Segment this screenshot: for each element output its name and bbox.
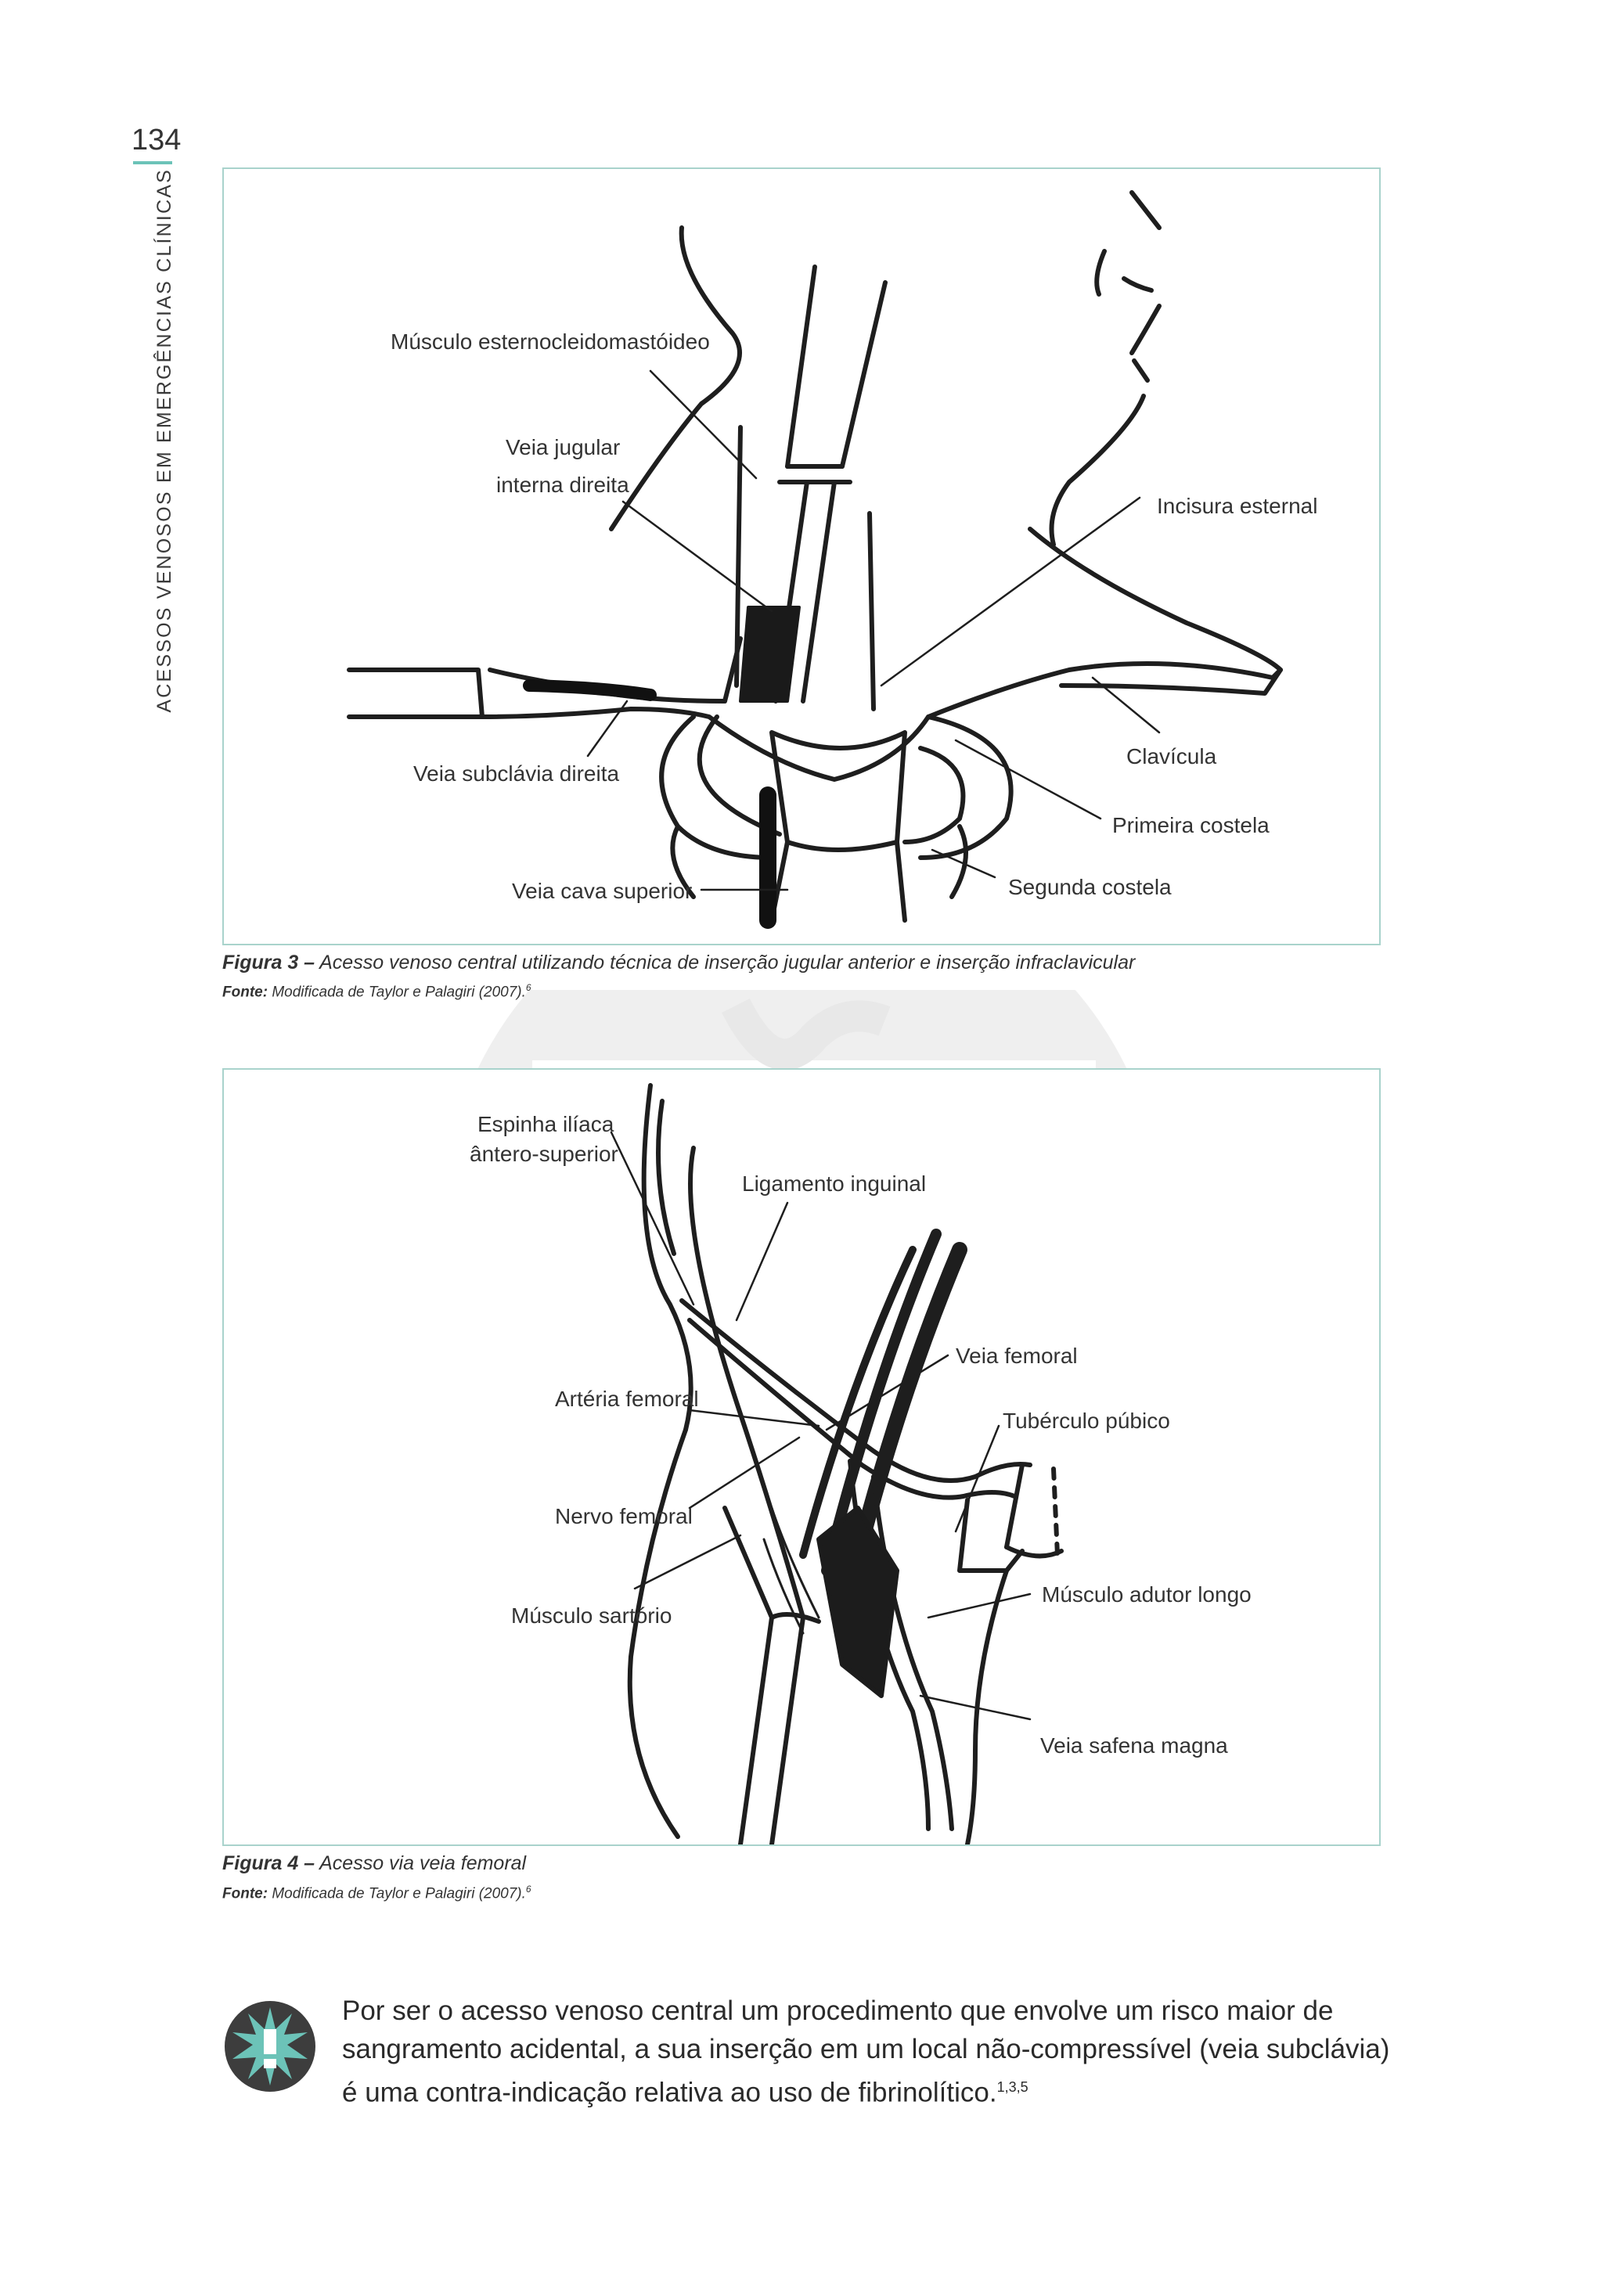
- label-veia-jugular-1: Veia jugular: [506, 435, 621, 459]
- figure-3-caption: Figura 3 – Acesso venoso central utiliza…: [222, 952, 1136, 973]
- figure-3-source: Fonte: Modificada de Taylor e Palagiri (…: [222, 982, 531, 1001]
- label-incisura-esternal: Incisura esternal: [1157, 494, 1318, 518]
- label-musculo-adutor: Músculo adutor longo: [1042, 1582, 1252, 1607]
- figure-4: Espinha ilíaca ântero-superior Ligamento…: [222, 1068, 1381, 1846]
- label-segunda-costela: Segunda costela: [1008, 875, 1172, 899]
- alert-text: Por ser o acesso venoso central um proce…: [342, 1996, 1390, 2108]
- label-esternocleidomastoideo: Músculo esternocleidomastóideo: [391, 329, 710, 354]
- label-veia-safena: Veia safena magna: [1040, 1733, 1228, 1758]
- label-veia-jugular-2: interna direita: [496, 473, 629, 497]
- label-veia-femoral: Veia femoral: [956, 1344, 1078, 1368]
- figure-4-caption: Figura 4 – Acesso via veia femoral: [222, 1852, 527, 1874]
- figure-3: Músculo esternocleidomastóideo Veia jugu…: [222, 167, 1381, 945]
- label-tuberculo-pubico: Tubérculo púbico: [1003, 1409, 1170, 1433]
- running-head: ACESSOS VENOSOS EM EMERGÊNCIAS CLÍNICAS: [153, 168, 175, 713]
- label-veia-subclavia: Veia subclávia direita: [413, 761, 620, 786]
- exclamation-star-icon: [225, 2001, 315, 2092]
- figure-4-source: Fonte: Modificada de Taylor e Palagiri (…: [222, 1884, 531, 1902]
- label-arteria-femoral: Artéria femoral: [555, 1387, 699, 1411]
- label-musculo-sartorio: Músculo sartório: [511, 1603, 672, 1628]
- label-espinha-iliaca-1: Espinha ilíaca: [477, 1112, 614, 1136]
- page-number-rule: [133, 161, 172, 164]
- figure-4-illustration: [610, 1083, 1064, 1844]
- label-clavicula: Clavícula: [1126, 744, 1217, 768]
- label-veia-cava: Veia cava superior: [512, 879, 693, 903]
- label-primeira-costela: Primeira costela: [1112, 813, 1270, 837]
- figure-3-illustration: [347, 190, 1283, 929]
- page-number: 134: [131, 124, 182, 157]
- label-nervo-femoral: Nervo femoral: [555, 1504, 693, 1528]
- label-ligamento-inguinal: Ligamento inguinal: [742, 1171, 927, 1196]
- label-espinha-iliaca-2: ântero-superior: [470, 1142, 618, 1166]
